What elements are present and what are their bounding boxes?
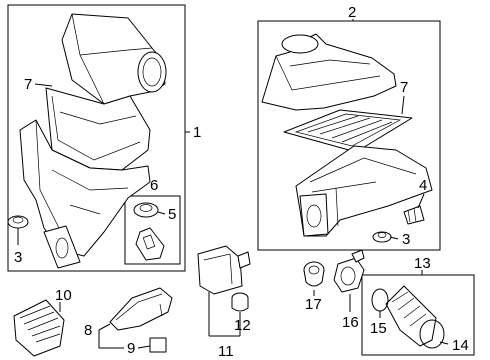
lower-housing-box (295, 145, 433, 237)
intake-hose-part-13 (385, 285, 437, 347)
callout-6: 6 (150, 177, 158, 194)
inlet-duct-part-10 (13, 299, 65, 357)
box-part-6 (124, 195, 181, 265)
callout-16: 16 (342, 314, 359, 331)
clamp-part-15 (371, 288, 389, 312)
callout-12: 12 (234, 317, 251, 334)
air-filter-element (283, 109, 413, 153)
callout-11: 11 (218, 343, 234, 360)
callout-14: 14 (452, 337, 469, 354)
sensor-part-17 (303, 261, 325, 287)
leader-lines (17, 19, 449, 349)
bracket-part-11 (197, 245, 251, 295)
callout-4: 4 (419, 177, 427, 194)
callout-3-right: 3 (402, 231, 410, 248)
bracket-part-6 (135, 227, 165, 261)
seal-part-9 (149, 337, 167, 353)
callout-7-right: 7 (400, 79, 408, 96)
duct-part-8 (109, 287, 173, 331)
box-part-1 (7, 4, 186, 272)
callout-2: 2 (348, 4, 356, 21)
grommet-part-12 (231, 292, 249, 312)
box-part-2 (257, 20, 441, 251)
grommet-part-3-left (7, 215, 29, 229)
callout-1: 1 (193, 124, 201, 141)
callout-5: 5 (168, 206, 176, 223)
box-part-13 (361, 274, 475, 356)
callout-8: 8 (84, 322, 92, 339)
callout-3-left: 3 (14, 249, 22, 266)
upper-housing-cover (261, 33, 397, 111)
callout-13: 13 (414, 255, 431, 272)
callout-7-left: 7 (24, 76, 32, 93)
callout-15: 15 (370, 320, 387, 337)
air-cleaner-assembly (19, 13, 167, 269)
clip-part-4 (403, 205, 425, 225)
callout-10: 10 (55, 287, 72, 304)
sensor-part-16 (333, 249, 365, 293)
clamp-part-14 (419, 319, 445, 349)
grommet-part-5 (133, 202, 159, 218)
callout-17: 17 (305, 296, 322, 313)
callout-9: 9 (127, 340, 135, 357)
grommet-part-3-right (372, 231, 392, 243)
